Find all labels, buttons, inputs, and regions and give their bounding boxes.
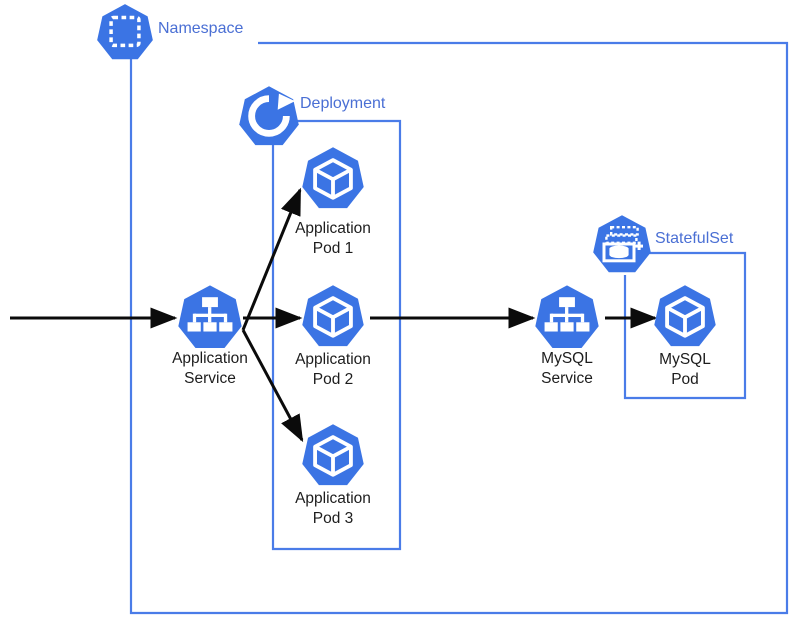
mysql-service-label-line1: MySQL xyxy=(541,350,593,367)
deployment-group-label: Deployment xyxy=(300,95,386,112)
application-pod-2-label-line2: Pod 2 xyxy=(313,371,354,388)
application-pod-2-label-line1: Application xyxy=(295,351,371,368)
mysql-pod-label-line2: Pod xyxy=(671,371,699,388)
node-application-service: Application Service xyxy=(172,285,248,387)
statefulset-group-label: StatefulSet xyxy=(655,230,734,247)
statefulset-icon xyxy=(593,215,651,273)
deployment-icon xyxy=(239,86,299,146)
application-pod-1-label-line1: Application xyxy=(295,220,371,237)
namespace-group-label: Namespace xyxy=(158,20,243,37)
edge-application-service-to-pod-1 xyxy=(241,187,302,331)
node-application-pod-1: Application Pod 1 xyxy=(295,147,371,257)
application-service-label-line2: Service xyxy=(184,370,236,387)
node-application-pod-3: Application Pod 3 xyxy=(295,424,371,527)
node-application-pod-2: Application Pod 2 xyxy=(295,285,371,388)
statefulset-boundary xyxy=(623,251,747,400)
node-mysql-pod: MySQL Pod xyxy=(654,285,716,388)
node-mysql-service: MySQL Service xyxy=(535,285,599,387)
namespace-icon xyxy=(97,4,153,60)
application-pod-3-label-line2: Pod 3 xyxy=(313,510,354,527)
application-pod-1-label-line2: Pod 1 xyxy=(313,240,354,257)
application-pod-3-label-line1: Application xyxy=(295,490,371,507)
deployment-boundary xyxy=(271,119,402,551)
mysql-service-label-line2: Service xyxy=(541,370,593,387)
application-service-label-line1: Application xyxy=(172,350,248,367)
namespace-boundary xyxy=(129,41,789,615)
mysql-pod-label-line1: MySQL xyxy=(659,351,711,368)
edge-application-service-to-pod-3 xyxy=(241,329,304,443)
